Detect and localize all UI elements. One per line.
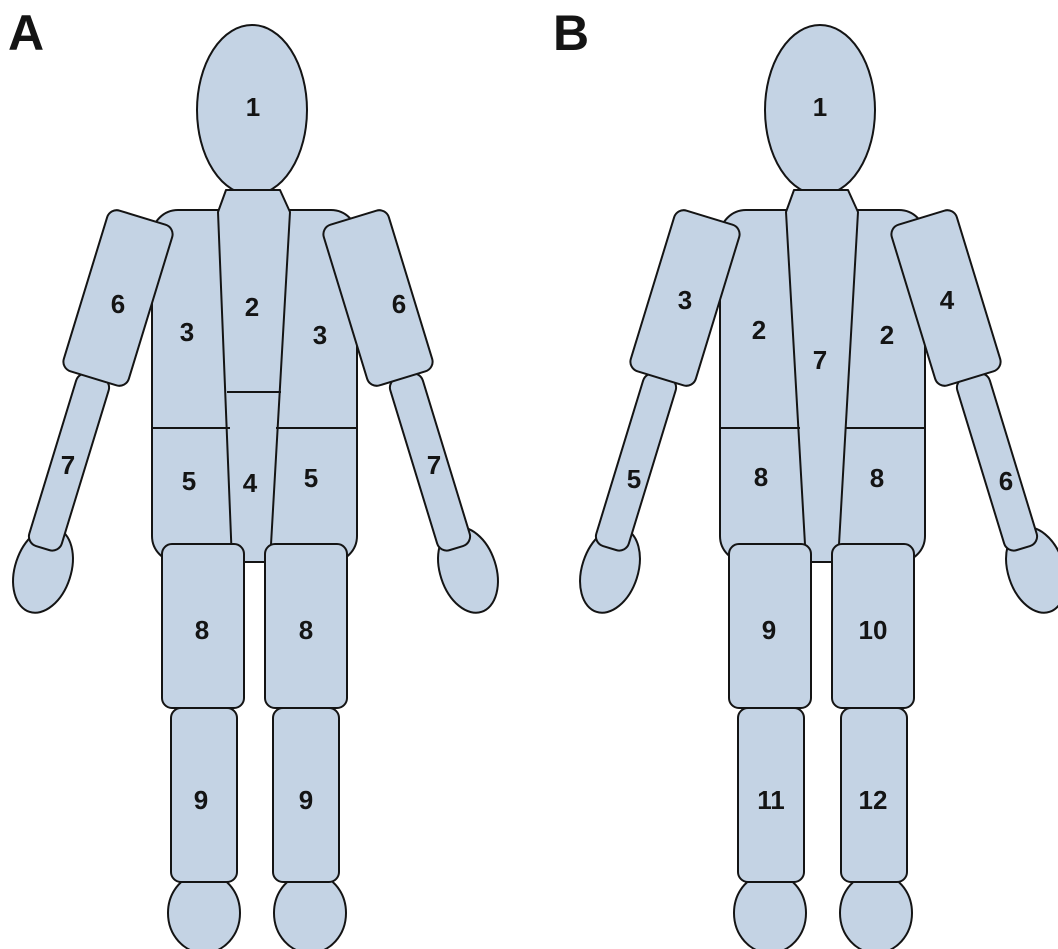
- right-upper-arm: [322, 209, 434, 387]
- region-label-right-shin: 12: [859, 785, 888, 815]
- region-label-left-shin: 9: [194, 785, 208, 815]
- region-label-right-shin: 9: [299, 785, 313, 815]
- region-label-center-chest: 2: [245, 292, 259, 322]
- panel-a-letter: A: [8, 5, 44, 61]
- left-upper-arm: [62, 209, 174, 387]
- left-thigh: [728, 543, 812, 709]
- left-forearm: [594, 372, 678, 552]
- region-label-right-abdomen: 8: [870, 463, 884, 493]
- right-thigh: [831, 543, 915, 709]
- left-foot: [733, 872, 807, 949]
- right-foot: [839, 872, 913, 949]
- region-label-right-abdomen: 5: [304, 463, 318, 493]
- panel-b-figure: [579, 24, 1058, 949]
- panel-b: B: [553, 5, 1058, 949]
- region-label-right-forearm: 7: [427, 450, 441, 480]
- panel-b-region-numbers: 1 2 2 3 4 5 6 7 8 8 9 10 11 12: [627, 92, 1013, 815]
- left-upper-arm: [629, 209, 741, 387]
- left-thigh: [161, 543, 245, 709]
- region-label-head: 1: [246, 92, 260, 122]
- panel-a-region-numbers: 1 2 3 3 4 5 5 6 6 7 7 8 8 9 9: [61, 92, 441, 815]
- region-label-left-abdomen: 8: [754, 462, 768, 492]
- right-forearm: [955, 372, 1039, 552]
- region-label-left-abdomen: 5: [182, 466, 196, 496]
- region-label-left-chest: 2: [752, 315, 766, 345]
- region-label-head: 1: [813, 92, 827, 122]
- panel-a-figure: [12, 24, 499, 949]
- region-label-right-forearm: 6: [999, 466, 1013, 496]
- region-label-left-upper-arm: 3: [678, 285, 692, 315]
- region-label-left-chest: 3: [180, 317, 194, 347]
- panel-a: A: [8, 5, 499, 949]
- region-label-right-chest: 3: [313, 320, 327, 350]
- right-thigh: [264, 543, 348, 709]
- right-foot: [273, 872, 347, 949]
- region-label-right-upper-arm: 4: [940, 285, 955, 315]
- region-label-left-forearm: 7: [61, 450, 75, 480]
- region-label-right-thigh: 10: [859, 615, 888, 645]
- region-label-left-thigh: 8: [195, 615, 209, 645]
- right-upper-arm: [890, 209, 1002, 387]
- region-label-left-shin: 11: [757, 785, 785, 815]
- region-label-right-chest: 2: [880, 320, 894, 350]
- region-label-left-thigh: 9: [762, 615, 776, 645]
- region-label-right-thigh: 8: [299, 615, 313, 645]
- left-foot: [167, 872, 241, 949]
- region-label-right-upper-arm: 6: [392, 289, 406, 319]
- region-label-left-upper-arm: 6: [111, 289, 125, 319]
- panel-b-letter: B: [553, 5, 589, 61]
- region-label-center-abdomen: 4: [243, 468, 258, 498]
- region-label-center-torso: 7: [813, 345, 827, 375]
- region-label-left-forearm: 5: [627, 464, 641, 494]
